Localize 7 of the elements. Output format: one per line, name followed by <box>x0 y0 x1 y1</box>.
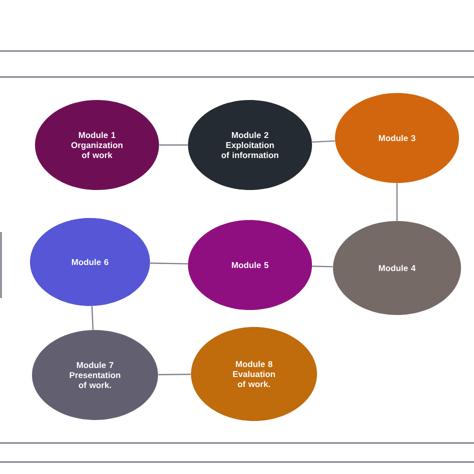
connector-line <box>150 262 188 264</box>
connector-line <box>312 140 335 143</box>
connector-line <box>159 144 188 146</box>
connector-line <box>396 183 398 221</box>
connector-line <box>158 374 191 376</box>
connector-line <box>91 306 94 330</box>
connector-line <box>312 266 333 268</box>
